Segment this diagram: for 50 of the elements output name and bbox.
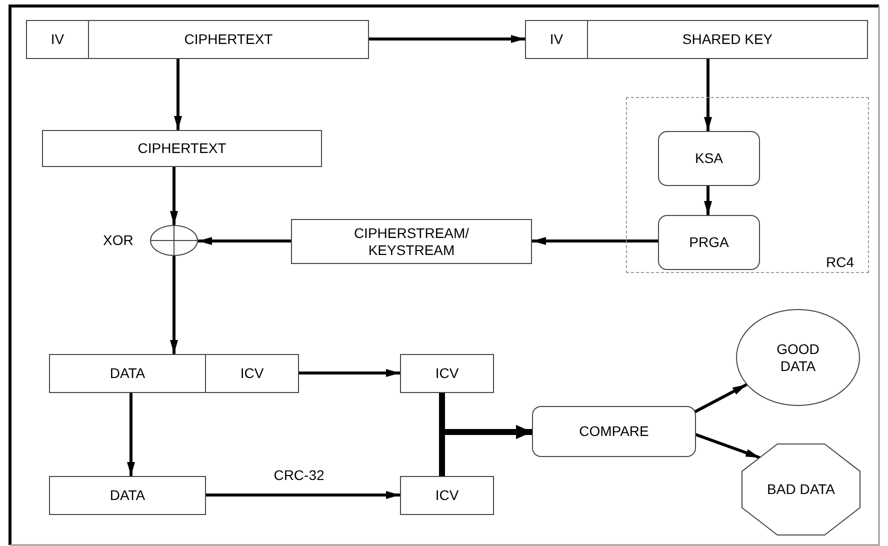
process-box: [400, 476, 494, 515]
node-label: IV: [50, 31, 64, 48]
process-box: [205, 354, 299, 393]
arrow: [174, 59, 182, 130]
process-box: [49, 354, 206, 393]
node-label: COMPARE: [579, 423, 649, 440]
process-box: [587, 20, 868, 59]
node-label: CIPHERSTREAM/ KEYSTREAM: [352, 225, 470, 258]
arrow: [704, 59, 712, 131]
node-label: ICV: [435, 365, 459, 382]
node-label: DATA: [110, 487, 146, 504]
arrow: [198, 237, 291, 245]
process-box: [49, 476, 206, 515]
node-label: IV: [550, 31, 564, 48]
rounded-process-box: [658, 215, 760, 270]
group-label: RC4: [826, 254, 854, 270]
arrow: [694, 432, 760, 460]
edge-label: CRC-32: [272, 467, 326, 483]
node-label: CIPHERTEXT: [184, 31, 273, 48]
process-box: [400, 354, 494, 393]
process-box: [291, 219, 532, 264]
arrow: [299, 369, 400, 377]
node-label: CIPHERTEXT: [138, 140, 226, 157]
node-label: GOOD DATA: [776, 341, 820, 374]
rounded-process-box: [532, 406, 696, 457]
arrow: [206, 491, 400, 499]
node-caption: XOR: [103, 232, 134, 248]
xor-circle: [150, 225, 198, 256]
arrow: [694, 383, 748, 414]
node-label: DATA: [110, 365, 146, 382]
ellipse-node: [736, 309, 860, 406]
node-label: PRGA: [689, 234, 729, 251]
arrow: [170, 256, 178, 354]
node-label: ICV: [435, 487, 459, 504]
arrow: [704, 186, 712, 215]
node-label: ICV: [240, 365, 264, 382]
arrow: [170, 167, 178, 225]
octagon-node: [742, 444, 860, 535]
arrow: [369, 35, 525, 43]
arrow: [532, 237, 658, 245]
process-box: [26, 20, 89, 59]
node-label: SHARED KEY: [682, 31, 773, 48]
dashed-group-region: [626, 97, 869, 273]
rounded-process-box: [658, 131, 760, 186]
node-label: BAD DATA: [767, 481, 835, 498]
arrow: [127, 393, 135, 476]
process-box: [525, 20, 588, 59]
process-box: [42, 130, 322, 167]
node-label: KSA: [694, 150, 723, 167]
process-box: [88, 20, 369, 59]
